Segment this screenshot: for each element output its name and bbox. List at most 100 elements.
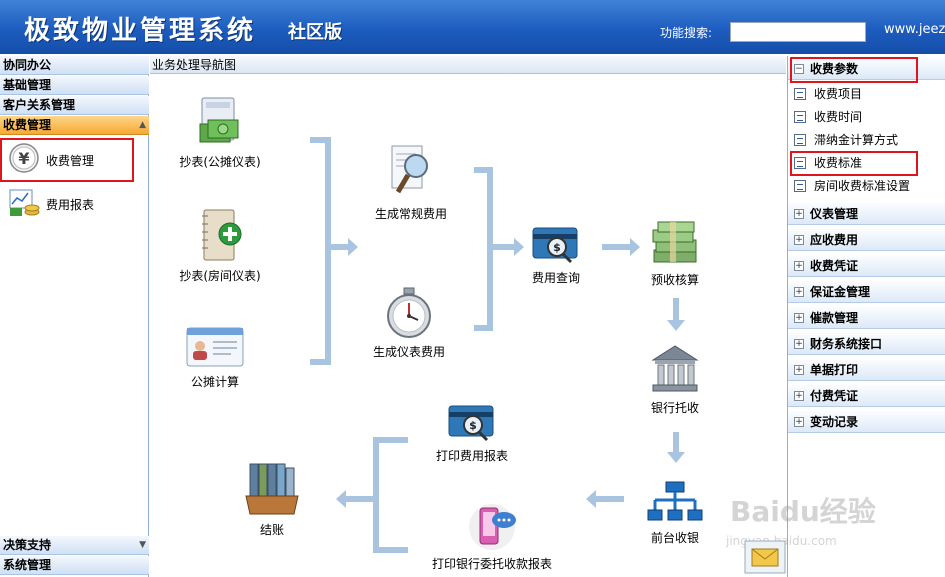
node-label: 结账 <box>259 523 284 537</box>
node-meter-room[interactable]: 抄表(房间仪表) <box>170 208 270 284</box>
meter-book-money-icon <box>199 97 239 143</box>
node-label: 公摊计算 <box>190 375 239 389</box>
highlight-box-group <box>790 57 918 83</box>
section-decision-support[interactable]: 决策支持 ▼ <box>0 536 149 555</box>
expand-icon[interactable]: + <box>794 365 804 375</box>
scroll-up-arrow-icon[interactable]: ▲ <box>139 120 146 130</box>
node-generate-meter-fee[interactable]: 生成仪表费用 <box>364 286 454 360</box>
node-label: 打印银行委托收款报表 <box>431 557 552 571</box>
group-document-print[interactable]: + 单据打印 <box>788 359 945 381</box>
app-title: 极致物业管理系统 <box>24 16 257 46</box>
node-prepay-check[interactable]: 预收核算 <box>640 220 710 288</box>
collapse-icon[interactable]: − <box>794 64 804 74</box>
highlight-box-item <box>790 151 918 176</box>
expand-icon[interactable]: + <box>794 313 804 323</box>
arrow-5-head <box>667 452 685 463</box>
group-label: 变动记录 <box>810 415 859 429</box>
document-icon <box>794 134 806 146</box>
expand-icon[interactable]: + <box>794 287 804 297</box>
expand-icon[interactable]: + <box>794 261 804 271</box>
item-charge-time[interactable]: 收费时间 <box>788 106 945 128</box>
node-close-account[interactable]: 结账 <box>242 460 302 538</box>
website-link[interactable]: www.jeez <box>884 22 945 37</box>
node-label: 生成仪表费用 <box>372 345 445 359</box>
money-stack-icon <box>652 221 697 263</box>
node-front-desk-collection[interactable]: 前台收银 <box>640 480 710 546</box>
node-shared-calc[interactable]: 公摊计算 <box>170 322 260 390</box>
yen-icon: ¥ <box>9 143 39 173</box>
group-receivable-fees[interactable]: + 应收费用 <box>788 229 945 251</box>
section-system-management[interactable]: 系统管理 <box>0 556 149 575</box>
function-search-input[interactable] <box>730 22 866 42</box>
header-bar: 极致物业管理系统 社区版 功能搜索: www.jeez <box>0 0 945 54</box>
node-generate-regular-fee[interactable]: 生成常规费用 <box>368 144 454 222</box>
svg-text:$: $ <box>553 241 561 254</box>
arrow-6-head <box>586 490 596 508</box>
phone-chat-icon <box>469 504 516 550</box>
group-change-records[interactable]: + 变动记录 <box>788 411 945 433</box>
group-label: 收费凭证 <box>810 259 859 273</box>
expand-icon[interactable]: + <box>794 339 804 349</box>
menu-item-charge-management[interactable]: ¥ 收费管理 <box>2 138 147 180</box>
watermark: Baidu经验 <box>730 495 876 528</box>
arrow-4-shaft <box>673 298 679 320</box>
node-label: 生成常规费用 <box>374 207 447 221</box>
item-room-charge-standard[interactable]: 房间收费标准设置 <box>788 175 945 197</box>
node-print-bank-report[interactable]: 打印银行委托收款报表 <box>426 502 558 572</box>
node-label: 前台收银 <box>650 531 699 545</box>
node-label: 抄表(公摊仪表) <box>179 155 261 169</box>
arrow-2-shaft <box>490 244 514 250</box>
group-deposit-management[interactable]: + 保证金管理 <box>788 281 945 303</box>
bracket-3 <box>373 437 408 553</box>
section-crm[interactable]: 客户关系管理 <box>0 96 149 115</box>
document-icon <box>794 111 806 123</box>
item-charge-items[interactable]: 收费项目 <box>788 83 945 105</box>
card-dollar-magnifier-icon: $ <box>448 405 494 442</box>
document-icon <box>794 88 806 100</box>
search-label: 功能搜索: <box>660 26 713 40</box>
binders-tray-icon <box>245 463 299 515</box>
section-charge-management[interactable]: 收费管理 ▲ <box>0 116 149 135</box>
arrow-1-shaft <box>328 244 348 250</box>
left-sidebar: 协同办公 基础管理 客户关系管理 收费管理 ▲ ¥ 收费管理 费用报表 <box>0 56 149 577</box>
group-finance-interface[interactable]: + 财务系统接口 <box>788 333 945 355</box>
section-collab-office[interactable]: 协同办公 <box>0 56 149 75</box>
group-meter-management[interactable]: + 仪表管理 <box>788 203 945 225</box>
arrow-4-head <box>667 320 685 331</box>
node-bank-collection[interactable]: 银行托收 <box>640 344 710 416</box>
node-meter-shared[interactable]: 抄表(公摊仪表) <box>170 96 270 170</box>
group-label: 单据打印 <box>810 363 859 377</box>
item-label: 滞纳金计算方式 <box>814 133 899 147</box>
section-basic-management[interactable]: 基础管理 <box>0 76 149 95</box>
arrow-6-shaft <box>596 496 624 502</box>
node-print-fee-report[interactable]: $ 打印费用报表 <box>430 402 514 464</box>
group-dunning-management[interactable]: + 催款管理 <box>788 307 945 329</box>
expand-icon[interactable]: + <box>794 235 804 245</box>
document-icon <box>794 157 806 169</box>
group-label: 催款管理 <box>810 311 859 325</box>
group-label: 应收费用 <box>810 233 859 247</box>
arrow-5-shaft <box>673 432 679 452</box>
expand-icon[interactable]: + <box>794 209 804 219</box>
scroll-down-arrow-icon[interactable]: ▼ <box>139 540 146 550</box>
report-chart-icon <box>9 189 40 216</box>
node-label: 打印费用报表 <box>435 449 508 463</box>
mail-icon[interactable] <box>744 540 786 574</box>
node-fee-query[interactable]: $ 费用查询 <box>522 224 590 286</box>
group-payment-voucher[interactable]: + 付费凭证 <box>788 385 945 407</box>
item-charge-standard[interactable]: 收费标准 <box>788 152 945 174</box>
item-late-fee-method[interactable]: 滞纳金计算方式 <box>788 129 945 151</box>
highlight-box-left <box>0 138 134 182</box>
expand-icon[interactable]: + <box>794 391 804 401</box>
arrow-7-shaft <box>346 496 376 502</box>
group-charge-params[interactable]: − 收费参数 <box>788 58 945 80</box>
arrow-7-head <box>336 490 346 508</box>
right-sidebar: − 收费参数 收费项目 收费时间 滞纳金计算方式 收费标准 房间收费标准设置 +… <box>787 56 945 577</box>
expand-icon[interactable]: + <box>794 417 804 427</box>
group-charge-voucher[interactable]: + 收费凭证 <box>788 255 945 277</box>
workflow-panel: 业务处理导航图 <box>150 56 786 577</box>
item-label: 收费项目 <box>814 87 863 101</box>
menu-item-fee-report[interactable]: 费用报表 <box>2 182 147 224</box>
section-charge-management-label: 收费管理 <box>3 118 52 132</box>
